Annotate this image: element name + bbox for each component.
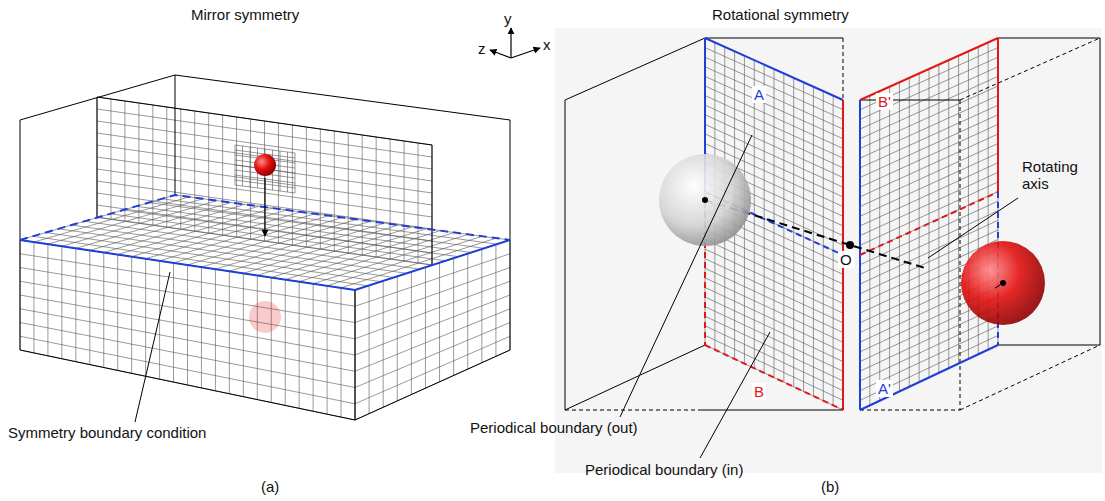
mesh-line — [355, 290, 356, 420]
panel-title: Mirror symmetry — [191, 6, 299, 23]
mesh-line — [860, 316, 998, 381]
face-label: A' — [876, 380, 893, 397]
axis-label: z — [478, 40, 486, 57]
mesh-line — [860, 105, 998, 168]
axis-triad — [490, 28, 540, 58]
mesh-line — [860, 335, 998, 400]
mesh-line — [20, 323, 355, 388]
mesh-line — [860, 76, 998, 138]
sphere — [961, 241, 1045, 325]
mesh-line — [705, 239, 843, 303]
callout-label: Rotating axis — [1022, 158, 1100, 193]
callout-label: Symmetry boundary condition — [8, 424, 206, 441]
mesh-line — [860, 124, 998, 187]
face-label: A — [752, 86, 766, 103]
mesh-line — [20, 268, 355, 323]
mesh-line — [860, 38, 998, 100]
mesh-line — [20, 309, 355, 372]
mesh-line — [860, 115, 998, 178]
callout-label: Periodical boundary (out) — [470, 419, 638, 436]
domain-outline — [565, 38, 1100, 410]
mesh-line — [149, 203, 484, 249]
mesh-line — [20, 336, 355, 404]
panel-label: (a) — [261, 478, 279, 495]
mesh-line — [860, 163, 998, 226]
mesh-line — [705, 38, 843, 100]
mesh-line — [705, 326, 843, 391]
mesh-line — [705, 335, 843, 400]
mesh-line — [705, 259, 843, 323]
mesh-line — [860, 192, 998, 256]
mesh-line — [20, 281, 355, 339]
mesh-line — [85, 221, 420, 269]
mesh-line — [860, 57, 998, 119]
face-label: B — [752, 383, 766, 400]
mesh-line — [860, 67, 998, 129]
mesh-line — [705, 297, 843, 362]
mesh-line — [705, 67, 843, 129]
mesh-line — [705, 105, 843, 168]
mesh-line — [860, 153, 998, 216]
face-label: B' — [876, 93, 893, 110]
mesh-line — [705, 287, 843, 351]
origin-dot — [846, 241, 854, 249]
panel-label: (b) — [821, 478, 839, 495]
panel-ground — [850, 28, 1102, 473]
domain-outline — [20, 75, 510, 420]
mesh-line — [355, 281, 510, 339]
leader-line — [135, 135, 1018, 458]
mesh-line — [355, 309, 510, 372]
origin-label: O — [838, 251, 854, 268]
mesh-line — [110, 214, 445, 261]
panel-title: Rotational symmetry — [712, 6, 849, 23]
mesh-line — [97, 109, 432, 157]
mesh-line — [355, 336, 510, 404]
mesh-line — [860, 48, 998, 110]
mesh-line — [46, 233, 381, 282]
mesh-line — [20, 295, 355, 355]
mesh-line — [705, 278, 843, 342]
callout-label: Periodical boundary (in) — [585, 461, 743, 478]
mesh — [20, 38, 998, 420]
center-dot — [1000, 280, 1006, 286]
mesh-line — [705, 249, 843, 313]
mesh-line — [705, 86, 843, 148]
mesh-line — [355, 290, 356, 420]
center-dot — [702, 197, 708, 203]
mesh-line — [860, 182, 998, 245]
mesh-line — [705, 48, 843, 110]
mesh-line — [355, 323, 510, 388]
mesh-line — [33, 236, 368, 286]
mesh-line — [705, 268, 843, 332]
mirror-sphere — [249, 301, 281, 333]
sphere — [254, 154, 276, 176]
mesh-line — [705, 316, 843, 381]
mesh-line — [860, 134, 998, 197]
mesh-line — [705, 76, 843, 138]
axis-label: y — [504, 10, 512, 27]
mesh-line — [705, 307, 843, 372]
mesh-line — [705, 96, 843, 159]
sphere — [659, 154, 751, 246]
mesh-line — [705, 345, 843, 410]
periodic-edge — [705, 38, 998, 410]
mesh-line — [860, 345, 998, 410]
mesh-line — [705, 57, 843, 119]
mesh-line — [860, 144, 998, 207]
panel-ground — [555, 28, 860, 473]
mesh-line — [235, 145, 295, 153]
mesh-line — [860, 307, 998, 372]
axis-label: x — [543, 36, 551, 53]
arrow — [264, 178, 265, 236]
mesh-line — [97, 133, 432, 181]
mesh-line — [860, 172, 998, 235]
mesh-line — [355, 295, 510, 355]
mesh-line — [860, 86, 998, 148]
